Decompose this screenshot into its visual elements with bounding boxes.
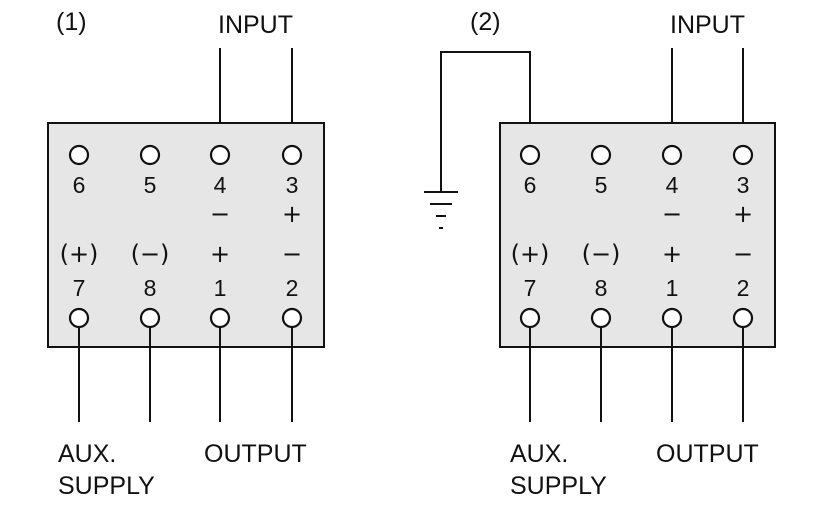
terminal-icon xyxy=(281,307,303,329)
diagram-2-terminal-block xyxy=(499,122,776,348)
diagram-1: (1) INPUT 6 5 4 3 − + (+) (−) + − 7 8 1 … xyxy=(47,8,325,500)
terminal-number: 3 xyxy=(737,172,750,198)
polarity-sign: − xyxy=(210,200,230,228)
terminal-number: 8 xyxy=(144,275,157,301)
terminal-icon xyxy=(139,144,161,166)
terminal-icon xyxy=(590,307,612,329)
terminal-number: 3 xyxy=(286,172,299,198)
terminal-icon xyxy=(519,307,541,329)
terminal-number: 1 xyxy=(214,275,227,301)
terminal-icon xyxy=(209,144,231,166)
terminal-icon xyxy=(68,144,90,166)
terminal-icon xyxy=(661,144,683,166)
terminal-number: 2 xyxy=(737,275,750,301)
polarity-sign: + xyxy=(733,200,753,228)
terminal-icon xyxy=(519,144,541,166)
diagram-1-terminal-block xyxy=(47,122,325,348)
polarity-sign: + xyxy=(210,240,230,268)
diagram-1-caption: (1) xyxy=(56,8,87,36)
diagram-1-input-label: INPUT xyxy=(218,11,293,39)
polarity-sign: (−) xyxy=(131,240,170,268)
terminal-number: 5 xyxy=(144,172,157,198)
diagram-1-output-label: OUTPUT xyxy=(204,440,307,468)
polarity-sign: − xyxy=(662,200,682,228)
terminal-number: 5 xyxy=(595,172,608,198)
terminal-icon xyxy=(209,307,231,329)
polarity-sign: − xyxy=(733,240,753,268)
diagram-2-caption: (2) xyxy=(470,8,501,36)
diagram-1-supply-label: SUPPLY xyxy=(58,472,155,500)
terminal-icon xyxy=(68,307,90,329)
terminal-icon xyxy=(732,307,754,329)
terminal-icon xyxy=(590,144,612,166)
polarity-sign: (+) xyxy=(511,240,550,268)
terminal-icon xyxy=(139,307,161,329)
terminal-number: 4 xyxy=(666,172,679,198)
polarity-sign: + xyxy=(662,240,682,268)
diagram-2-input-label: INPUT xyxy=(670,11,745,39)
terminal-number: 8 xyxy=(595,275,608,301)
terminal-number: 7 xyxy=(73,275,86,301)
polarity-sign: (−) xyxy=(582,240,621,268)
terminal-number: 4 xyxy=(214,172,227,198)
terminal-icon xyxy=(281,144,303,166)
terminal-number: 6 xyxy=(73,172,86,198)
diagram-1-aux-label: AUX. xyxy=(58,440,116,468)
terminal-number: 2 xyxy=(286,275,299,301)
terminal-icon xyxy=(661,307,683,329)
polarity-sign: + xyxy=(282,200,302,228)
diagram-2: (2) INPUT 6 5 4 3 − + (+) (−) + − 7 8 1 … xyxy=(424,8,776,500)
terminal-number: 6 xyxy=(524,172,537,198)
diagram-2-ground-wire xyxy=(440,51,531,192)
terminal-number: 7 xyxy=(524,275,537,301)
polarity-sign: − xyxy=(282,240,302,268)
ground-icon xyxy=(424,191,458,229)
terminal-number: 1 xyxy=(666,275,679,301)
diagram-2-supply-label: SUPPLY xyxy=(510,472,607,500)
diagram-2-output-label: OUTPUT xyxy=(656,440,759,468)
diagram-2-aux-label: AUX. xyxy=(510,440,568,468)
polarity-sign: (+) xyxy=(60,240,99,268)
terminal-icon xyxy=(732,144,754,166)
